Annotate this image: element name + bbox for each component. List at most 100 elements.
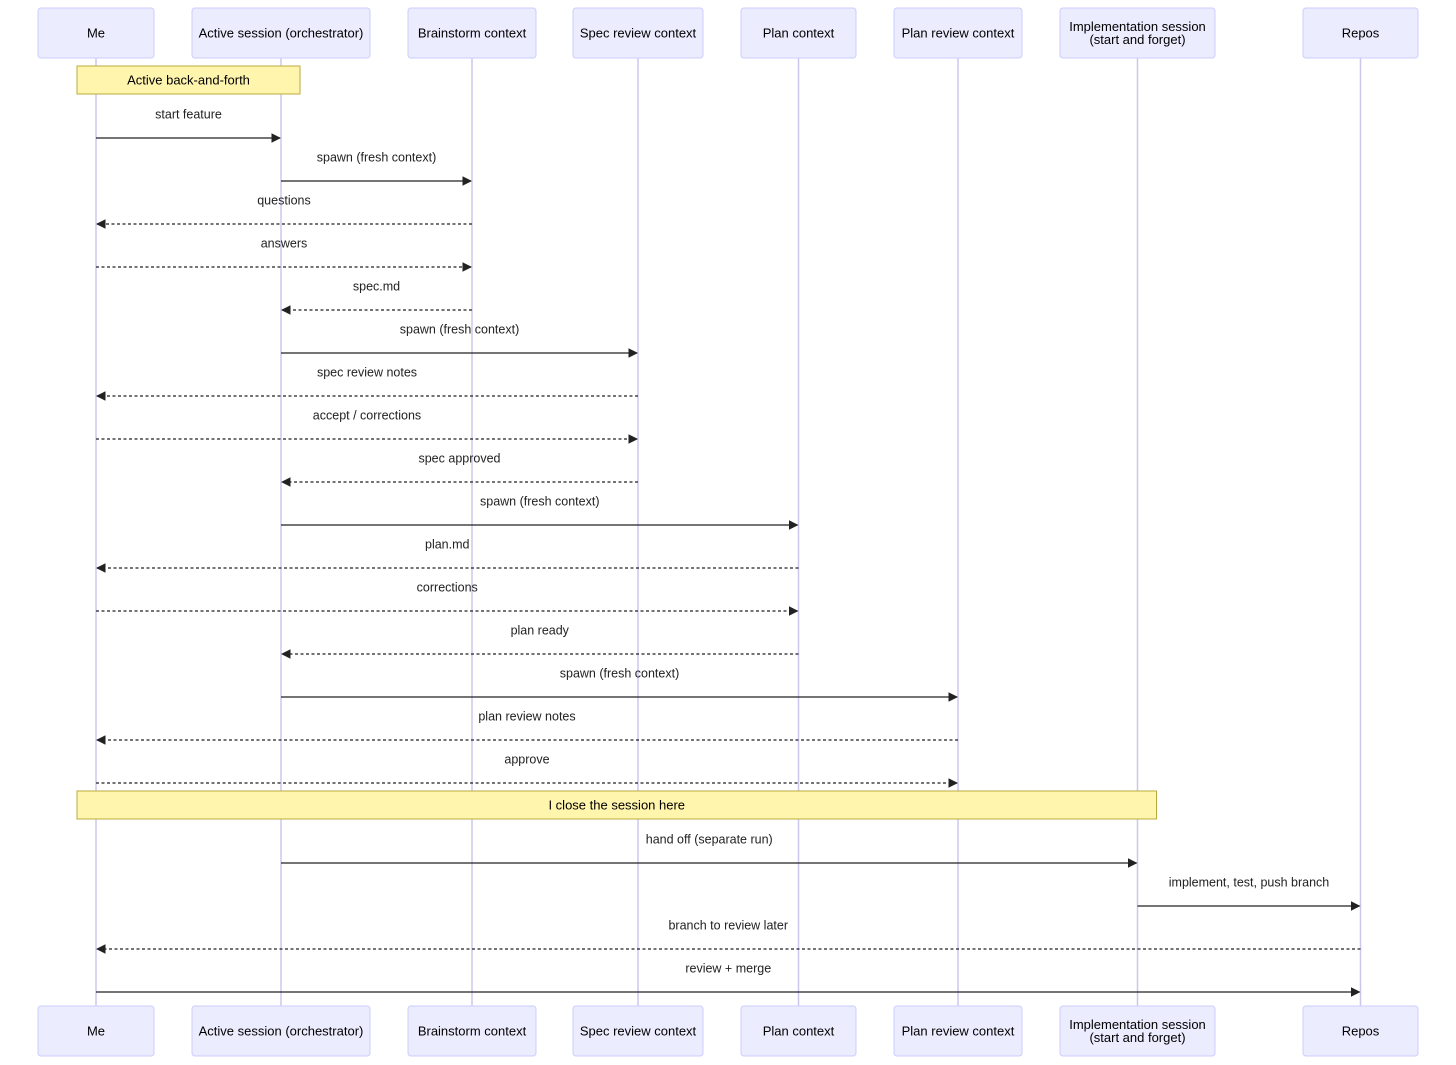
participant-spec-review-bottom: Spec review context — [572, 1005, 704, 1057]
message-label: branch to review later — [668, 919, 788, 933]
message: approve — [96, 753, 958, 788]
message-label: hand off (separate run) — [646, 833, 773, 847]
message-label: spec review notes — [317, 366, 417, 380]
message: hand off (separate run) — [281, 833, 1138, 868]
message-label: plan.md — [425, 538, 470, 552]
message: plan review notes — [96, 710, 958, 745]
message: spawn (fresh context) — [281, 151, 472, 186]
participant-label: Spec review context — [580, 1024, 697, 1039]
participant-box — [191, 7, 371, 59]
message-label: corrections — [417, 581, 478, 595]
message: corrections — [96, 581, 799, 616]
note: Active back-and-forth — [76, 65, 301, 95]
message-label: review + merge — [685, 962, 771, 976]
participant-label: Active session (orchestrator) — [199, 26, 364, 41]
message: spawn (fresh context) — [281, 495, 799, 530]
actors-bottom: Me Active session (orchestrator) Brainstor… — [37, 1005, 1419, 1057]
participant-orchestrator-bottom: Active session (orchestrator) — [191, 1005, 371, 1057]
participant-label: Repos — [1342, 1024, 1380, 1039]
participant-box — [407, 1005, 537, 1057]
note-text: Active back-and-forth — [127, 73, 250, 88]
message-label: spawn (fresh context) — [317, 151, 437, 165]
message: spec review notes — [96, 366, 638, 401]
message: spawn (fresh context) — [281, 667, 958, 702]
participant-box — [37, 1005, 155, 1057]
participant-label: Implementation session — [1069, 19, 1206, 34]
participant-label: (start and forget) — [1089, 32, 1185, 47]
participant-box — [1302, 7, 1419, 59]
message-label: plan ready — [511, 624, 570, 638]
participant-box — [893, 7, 1023, 59]
participant-plan-review-top: Plan review context — [893, 7, 1023, 59]
participant-spec-review-top: Spec review context — [572, 7, 704, 59]
participant-label: Plan review context — [902, 26, 1015, 41]
message: plan ready — [281, 624, 799, 659]
message-label: spec.md — [353, 280, 400, 294]
participant-brainstorm-bottom: Brainstorm context — [407, 1005, 537, 1057]
participant-label: Active session (orchestrator) — [199, 1024, 364, 1039]
participant-me-bottom: Me — [37, 1005, 155, 1057]
participant-box — [572, 7, 704, 59]
participant-label: (start and forget) — [1089, 1030, 1185, 1045]
participant-box — [1059, 7, 1216, 59]
participant-label: Plan review context — [902, 1024, 1015, 1039]
participant-box — [1302, 1005, 1419, 1057]
message: questions — [96, 194, 472, 229]
message-label: answers — [261, 237, 308, 251]
message-label: questions — [257, 194, 311, 208]
participant-box — [740, 1005, 857, 1057]
message-label: spawn (fresh context) — [400, 323, 520, 337]
message-label: implement, test, push branch — [1169, 876, 1330, 890]
participant-implementation-bottom: Implementation session(start and forget) — [1059, 1005, 1216, 1057]
participant-label: Brainstorm context — [418, 26, 527, 41]
participant-label: Me — [87, 1024, 105, 1039]
participant-box — [1059, 1005, 1216, 1057]
participant-label: Repos — [1342, 26, 1380, 41]
participant-plan-bottom: Plan context — [740, 1005, 857, 1057]
actors-top: Me Active session (orchestrator) Brainstor… — [37, 7, 1419, 59]
note-text: I close the session here — [548, 798, 685, 813]
message: spec approved — [281, 452, 638, 487]
message: answers — [96, 237, 472, 272]
message-label: plan review notes — [478, 710, 575, 724]
participant-plan-top: Plan context — [740, 7, 857, 59]
participant-label: Plan context — [763, 1024, 835, 1039]
message-label: approve — [504, 753, 549, 767]
message-label: start feature — [155, 108, 222, 122]
participant-box — [407, 7, 537, 59]
participant-plan-review-bottom: Plan review context — [893, 1005, 1023, 1057]
message-label: spawn (fresh context) — [560, 667, 680, 681]
participant-label: Me — [87, 26, 105, 41]
message-label: accept / corrections — [313, 409, 421, 423]
participant-repos-bottom: Repos — [1302, 1005, 1419, 1057]
participant-label: Spec review context — [580, 26, 697, 41]
participant-box — [740, 7, 857, 59]
message: accept / corrections — [96, 409, 638, 444]
message: plan.md — [96, 538, 799, 573]
participant-label: Plan context — [763, 26, 835, 41]
message: spawn (fresh context) — [281, 323, 638, 358]
note: I close the session here — [76, 790, 1157, 820]
note-box — [76, 65, 301, 95]
message: implement, test, push branch — [1137, 876, 1361, 911]
participant-repos-top: Repos — [1302, 7, 1419, 59]
participant-label: Brainstorm context — [418, 1024, 527, 1039]
notes: Active back-and-forth I close the session… — [76, 65, 1157, 820]
note-box — [76, 790, 1157, 820]
message: review + merge — [96, 962, 1361, 997]
message-label: spec approved — [418, 452, 500, 466]
message: start feature — [96, 108, 281, 143]
participant-box — [191, 1005, 371, 1057]
lifelines — [95, 58, 1362, 1006]
participant-orchestrator-top: Active session (orchestrator) — [191, 7, 371, 59]
message: branch to review later — [96, 919, 1361, 954]
participant-me-top: Me — [37, 7, 155, 59]
participant-implementation-top: Implementation session(start and forget) — [1059, 7, 1216, 59]
participant-brainstorm-top: Brainstorm context — [407, 7, 537, 59]
message: spec.md — [281, 280, 472, 315]
participant-box — [37, 7, 155, 59]
message-label: spawn (fresh context) — [480, 495, 600, 509]
participant-label: Implementation session — [1069, 1017, 1206, 1032]
messages: start feature spawn (fresh context) questi… — [96, 108, 1361, 997]
